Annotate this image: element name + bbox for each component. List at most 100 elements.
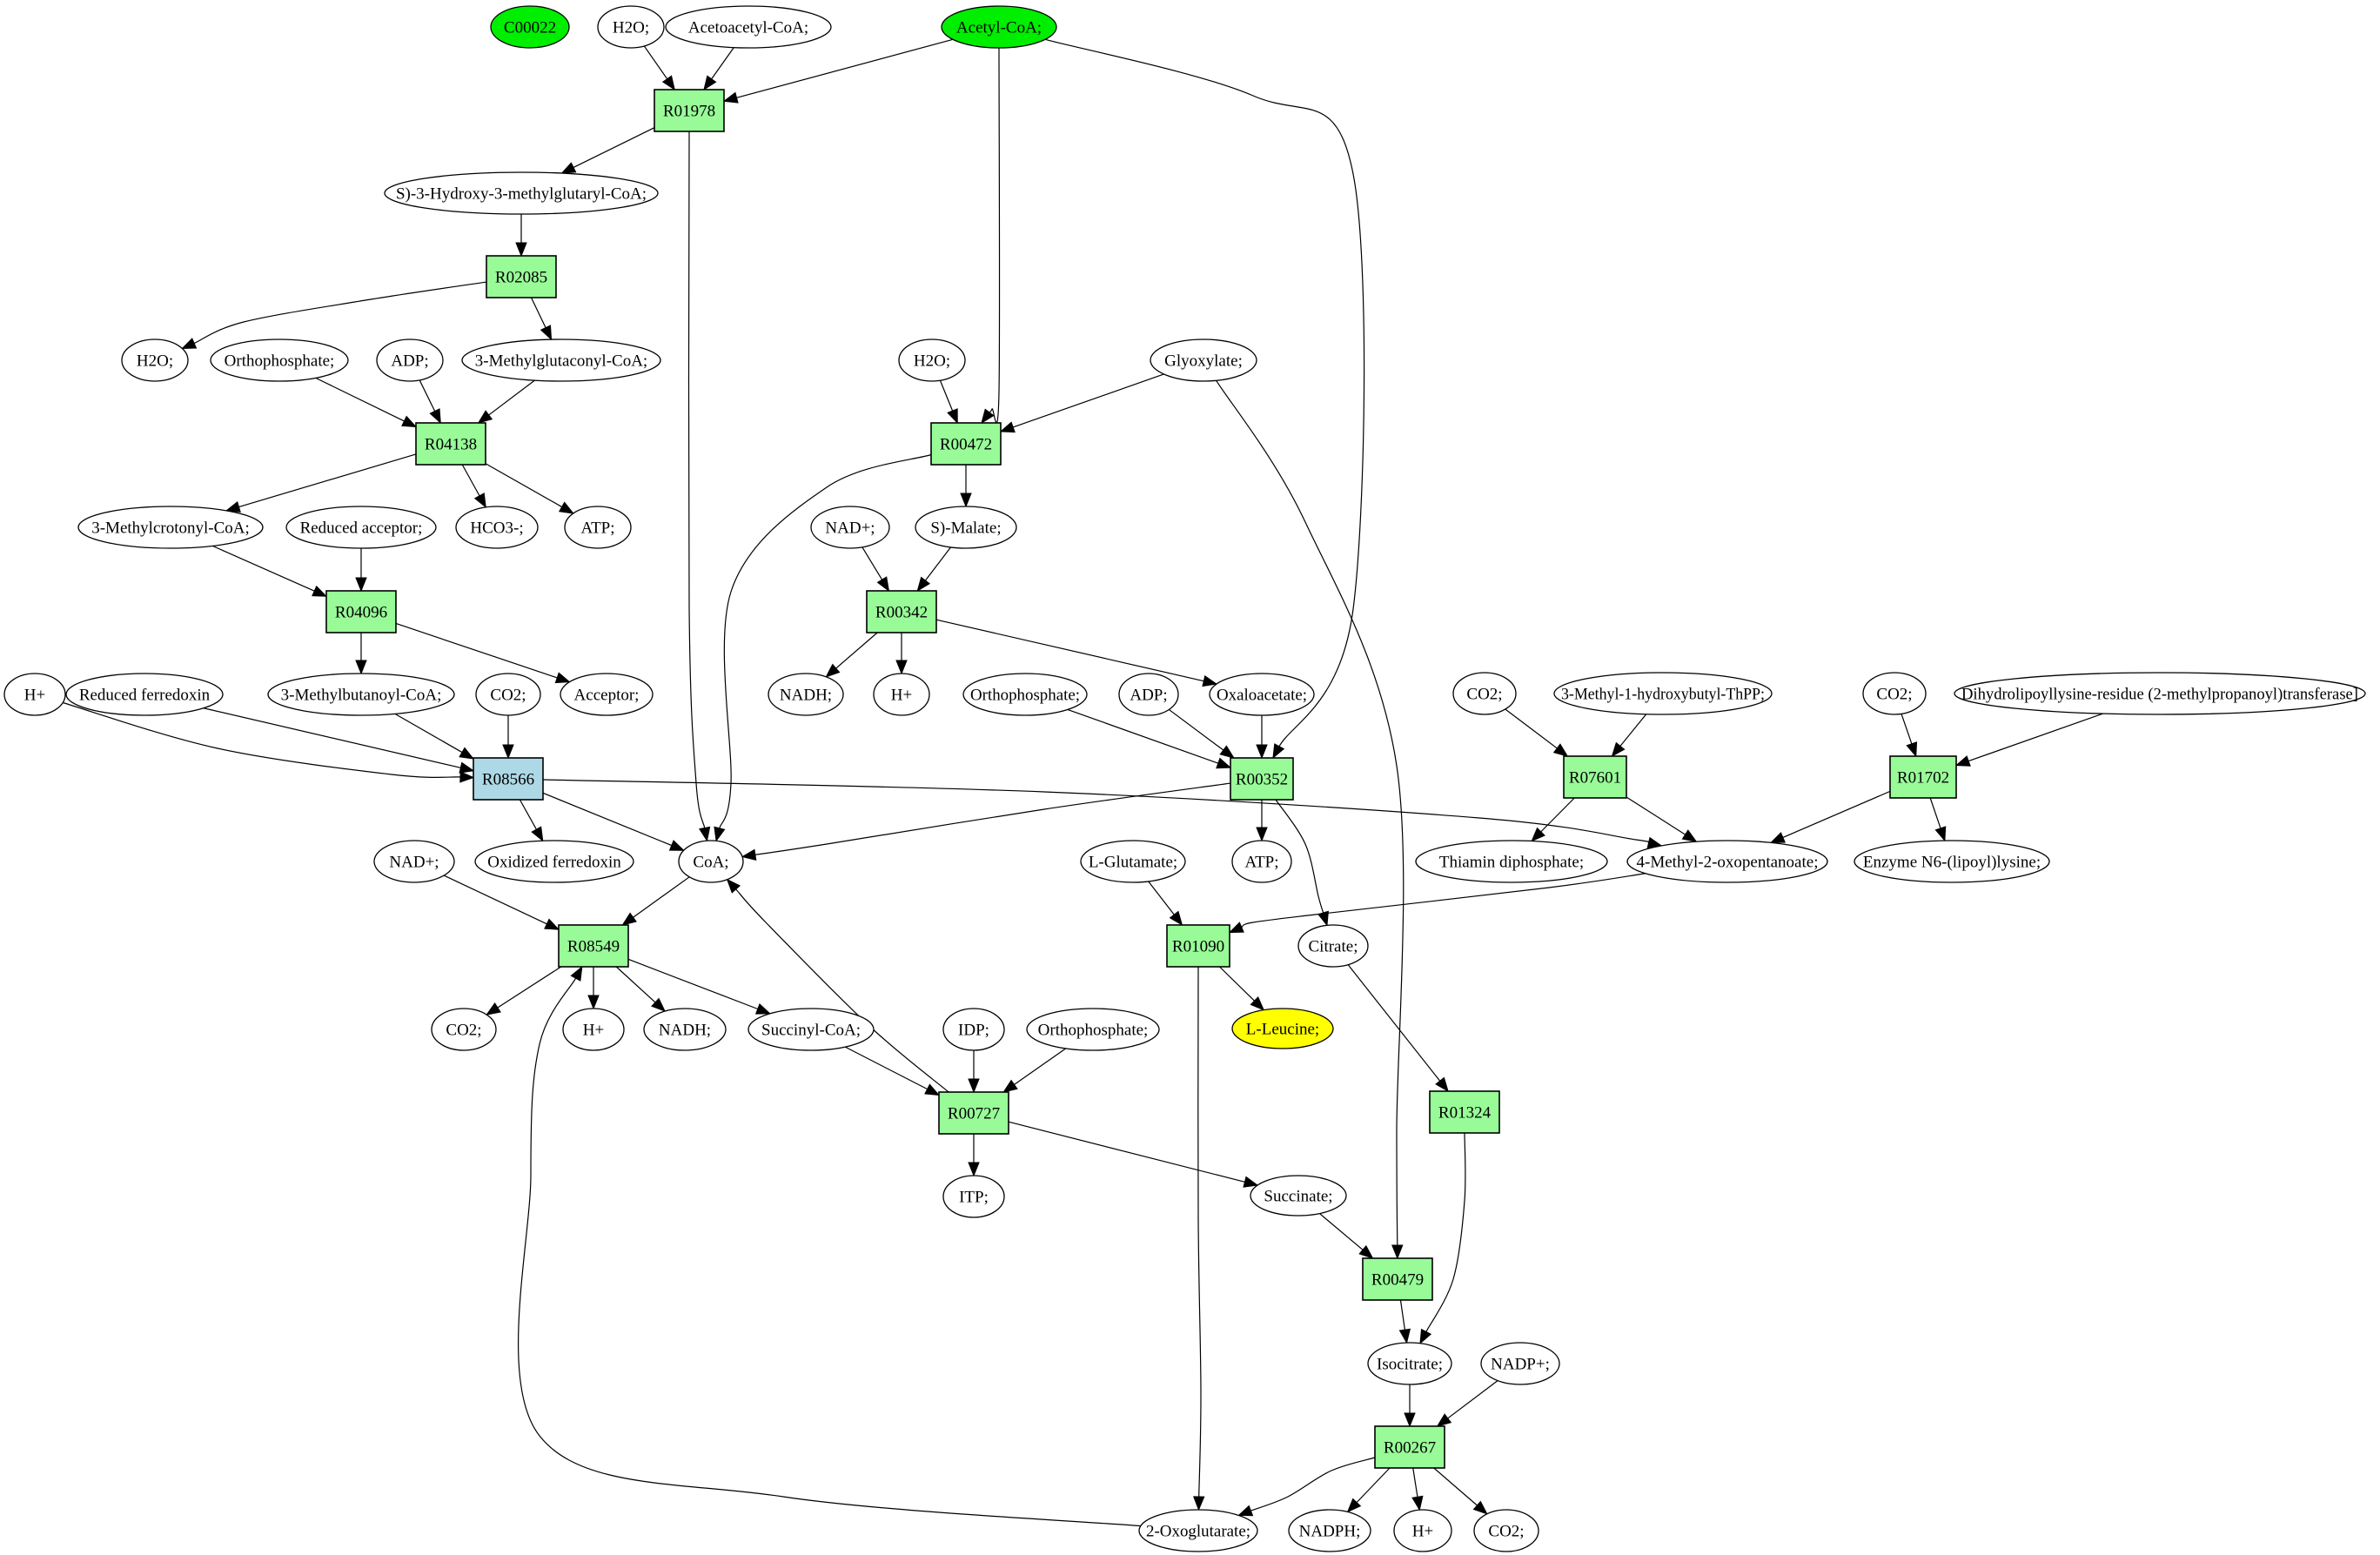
compound-node-atp_2[interactable]: ATP; bbox=[1231, 840, 1292, 883]
reaction-node-r07601[interactable]: R07601 bbox=[1563, 755, 1627, 799]
reaction-box[interactable] bbox=[558, 924, 629, 968]
reaction-node-r01324[interactable]: R01324 bbox=[1429, 1090, 1500, 1134]
compound-ellipse[interactable] bbox=[267, 673, 455, 716]
compound-node-thiamin[interactable]: Thiamin diphosphate; bbox=[1415, 840, 1608, 883]
compound-ellipse[interactable] bbox=[942, 1175, 1005, 1218]
compound-node-acetylcoa[interactable]: Acetyl-CoA; bbox=[941, 5, 1057, 49]
compound-node-oxferredoxin[interactable]: Oxidized ferredoxin bbox=[474, 840, 634, 883]
reaction-node-r02085[interactable]: R02085 bbox=[486, 255, 557, 298]
compound-node-citrate[interactable]: Citrate; bbox=[1297, 924, 1369, 968]
compound-ellipse[interactable] bbox=[285, 506, 437, 549]
reaction-node-r00479[interactable]: R00479 bbox=[1362, 1257, 1433, 1301]
reaction-node-r01978[interactable]: R01978 bbox=[654, 89, 725, 132]
compound-node-hplus_1[interactable]: H+ bbox=[3, 673, 66, 716]
reaction-box[interactable] bbox=[654, 89, 725, 132]
compound-node-co2_3[interactable]: CO2; bbox=[1862, 672, 1927, 715]
compound-ellipse[interactable] bbox=[1862, 672, 1927, 715]
compound-ellipse[interactable] bbox=[560, 673, 654, 716]
compound-node-adp_2[interactable]: ADP; bbox=[1118, 673, 1179, 716]
compound-node-nadph[interactable]: NADPH; bbox=[1288, 1509, 1371, 1552]
compound-ellipse[interactable] bbox=[1138, 1509, 1258, 1552]
compound-node-h2o_1[interactable]: H2O; bbox=[597, 5, 665, 49]
reaction-node-r01090[interactable]: R01090 bbox=[1166, 924, 1230, 968]
compound-node-hplus_3[interactable]: H+ bbox=[562, 1008, 625, 1051]
compound-ellipse[interactable] bbox=[384, 171, 659, 215]
compound-ellipse[interactable] bbox=[1480, 1342, 1560, 1385]
reaction-node-r00342[interactable]: R00342 bbox=[866, 590, 937, 633]
compound-ellipse[interactable] bbox=[77, 506, 264, 549]
compound-node-hmgcoa[interactable]: S)-3-Hydroxy-3-methylglutaryl-CoA; bbox=[384, 171, 659, 215]
compound-node-glutamate[interactable]: L-Glutamate; bbox=[1080, 840, 1186, 883]
compound-ellipse[interactable] bbox=[665, 5, 832, 49]
reaction-box[interactable] bbox=[938, 1091, 1009, 1135]
compound-ellipse[interactable] bbox=[1250, 1175, 1347, 1217]
compound-ellipse[interactable] bbox=[475, 673, 541, 716]
compound-node-pi_1[interactable]: Orthophosphate; bbox=[210, 338, 349, 382]
compound-ellipse[interactable] bbox=[1150, 338, 1257, 382]
compound-ellipse[interactable] bbox=[942, 1008, 1005, 1051]
compound-node-pi_3[interactable]: Orthophosphate; bbox=[1026, 1008, 1160, 1051]
reaction-box[interactable] bbox=[415, 422, 486, 466]
compound-node-nadh_1[interactable]: NADH; bbox=[768, 673, 844, 716]
compound-node-acceptor[interactable]: Acceptor; bbox=[560, 673, 654, 716]
compound-node-isocitrate[interactable]: Isocitrate; bbox=[1367, 1342, 1452, 1385]
compound-node-redferredoxin[interactable]: Reduced ferredoxin bbox=[65, 673, 224, 716]
compound-ellipse[interactable] bbox=[898, 338, 966, 382]
compound-node-nad_2[interactable]: NAD+; bbox=[373, 840, 455, 883]
compound-ellipse[interactable] bbox=[1553, 672, 1773, 715]
compound-ellipse[interactable] bbox=[941, 5, 1057, 49]
compound-ellipse[interactable] bbox=[461, 338, 661, 382]
compound-node-mcrotonylcoa[interactable]: 3-Methylcrotonyl-CoA; bbox=[77, 506, 264, 549]
reaction-box[interactable] bbox=[930, 422, 1002, 466]
compound-ellipse[interactable] bbox=[1026, 1008, 1160, 1051]
compound-node-moxopentanoate[interactable]: 4-Methyl-2-oxopentanoate; bbox=[1626, 840, 1828, 883]
reaction-box[interactable] bbox=[1374, 1425, 1445, 1469]
compound-ellipse[interactable] bbox=[455, 506, 539, 549]
compound-ellipse[interactable] bbox=[474, 840, 634, 883]
compound-ellipse[interactable] bbox=[1415, 840, 1608, 883]
reaction-box[interactable] bbox=[1889, 755, 1957, 799]
compound-ellipse[interactable] bbox=[1209, 673, 1315, 716]
compound-node-redacceptor[interactable]: Reduced acceptor; bbox=[285, 506, 437, 549]
reaction-box[interactable] bbox=[866, 590, 937, 633]
compound-node-adp_1[interactable]: ADP; bbox=[376, 338, 444, 382]
reaction-box[interactable] bbox=[1166, 924, 1230, 968]
compound-node-malate[interactable]: S)-Malate; bbox=[915, 506, 1017, 549]
compound-node-leucine[interactable]: L-Leucine; bbox=[1231, 1008, 1334, 1049]
compound-node-nadh_2[interactable]: NADH; bbox=[643, 1008, 727, 1051]
compound-node-glyoxylate[interactable]: Glyoxylate; bbox=[1150, 338, 1257, 382]
reaction-node-r00472[interactable]: R00472 bbox=[930, 422, 1002, 466]
compound-ellipse[interactable] bbox=[1393, 1509, 1452, 1552]
reaction-node-r04096[interactable]: R04096 bbox=[325, 590, 397, 633]
compound-node-mhbthpp[interactable]: 3-Methyl-1-hydroxybutyl-ThPP; bbox=[1553, 672, 1773, 715]
compound-node-pi_2[interactable]: Orthophosphate; bbox=[962, 673, 1088, 716]
compound-ellipse[interactable] bbox=[915, 506, 1017, 549]
compound-node-nadp[interactable]: NADP+; bbox=[1480, 1342, 1560, 1385]
reaction-box[interactable] bbox=[1563, 755, 1627, 799]
compound-node-hplus_2[interactable]: H+ bbox=[873, 673, 930, 716]
compound-ellipse[interactable] bbox=[873, 673, 930, 716]
reaction-box[interactable] bbox=[325, 590, 397, 633]
reaction-node-r00267[interactable]: R00267 bbox=[1374, 1425, 1445, 1469]
reaction-node-r00352[interactable]: R00352 bbox=[1230, 757, 1294, 801]
reaction-node-r04138[interactable]: R04138 bbox=[415, 422, 486, 466]
reaction-node-r01702[interactable]: R01702 bbox=[1889, 755, 1957, 799]
compound-ellipse[interactable] bbox=[1231, 840, 1292, 883]
compound-node-coa[interactable]: CoA; bbox=[678, 840, 744, 883]
reaction-box[interactable] bbox=[1230, 757, 1294, 801]
reaction-box[interactable] bbox=[486, 255, 557, 298]
compound-ellipse[interactable] bbox=[3, 673, 66, 716]
compound-node-h2o_3[interactable]: H2O; bbox=[898, 338, 966, 382]
reaction-node-r08549[interactable]: R08549 bbox=[558, 924, 629, 968]
reaction-box[interactable] bbox=[473, 757, 544, 801]
compound-node-itp[interactable]: ITP; bbox=[942, 1175, 1005, 1218]
compound-ellipse[interactable] bbox=[65, 673, 224, 716]
compound-node-co2_5[interactable]: CO2; bbox=[1473, 1509, 1539, 1552]
compound-ellipse[interactable] bbox=[1288, 1509, 1371, 1552]
compound-ellipse[interactable] bbox=[1854, 840, 2050, 883]
compound-ellipse[interactable] bbox=[1231, 1008, 1334, 1049]
compound-ellipse[interactable] bbox=[597, 5, 665, 49]
compound-ellipse[interactable] bbox=[1954, 672, 2366, 715]
compound-node-c00022[interactable]: C00022 bbox=[490, 5, 570, 49]
compound-ellipse[interactable] bbox=[210, 338, 349, 382]
